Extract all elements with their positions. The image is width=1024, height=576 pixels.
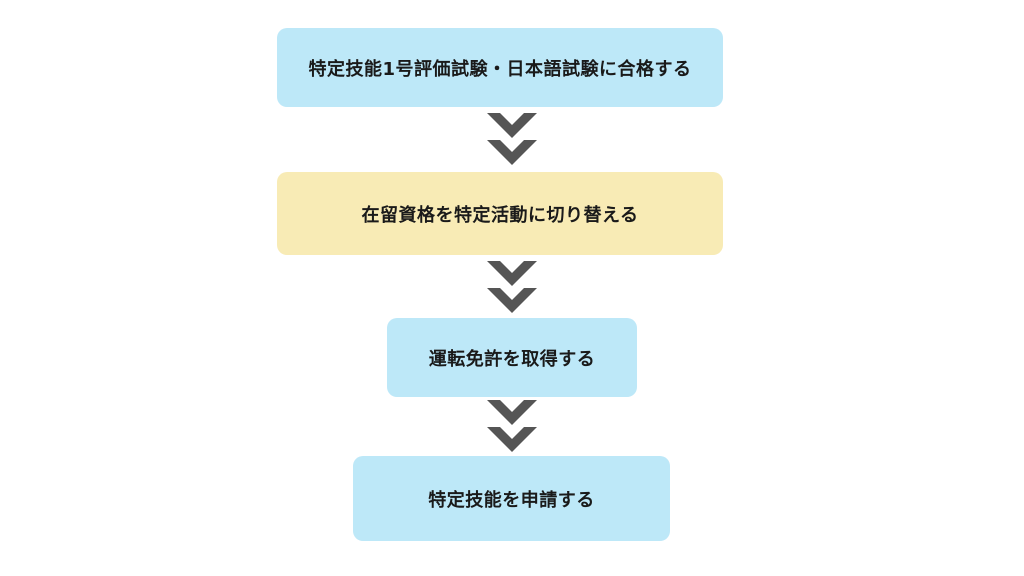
flow-step-4-label: 特定技能を申請する xyxy=(428,489,595,511)
flow-step-4: 特定技能を申請する xyxy=(353,456,670,541)
flow-step-1-label: 特定技能1号評価試験・日本語試験に合格する xyxy=(308,58,692,80)
flow-step-3: 運転免許を取得する xyxy=(387,318,637,397)
flow-step-3-label: 運転免許を取得する xyxy=(428,348,596,370)
double-chevron-down-icon xyxy=(487,400,537,452)
double-chevron-down-icon xyxy=(487,261,537,313)
double-chevron-down-icon xyxy=(487,113,537,165)
flow-step-2: 在留資格を特定活動に切り替える xyxy=(277,172,723,255)
flow-step-2-label: 在留資格を特定活動に切り替える xyxy=(361,204,639,226)
flow-step-1: 特定技能1号評価試験・日本語試験に合格する xyxy=(277,28,723,107)
